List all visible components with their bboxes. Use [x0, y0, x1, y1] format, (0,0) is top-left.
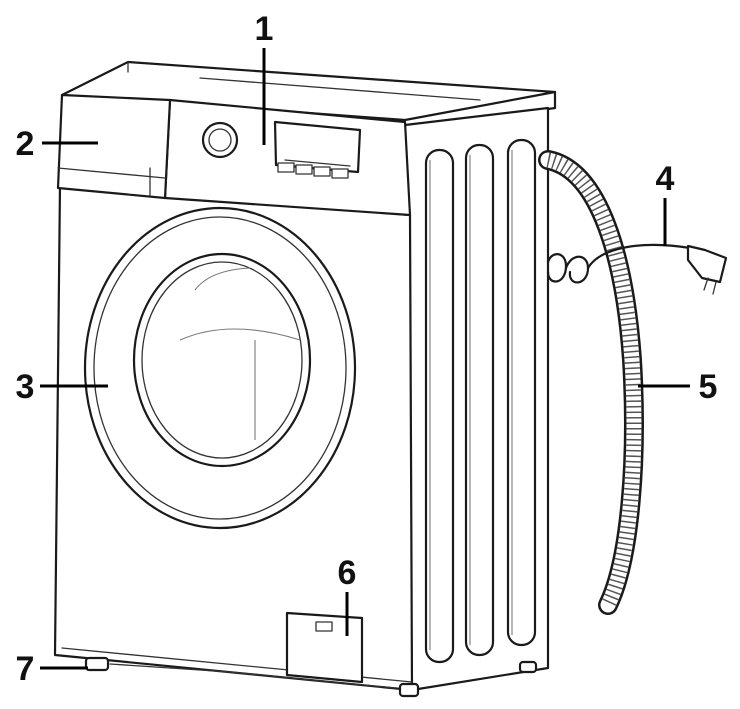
callout-5: 5 — [699, 368, 718, 406]
detergent-drawer — [56, 93, 172, 200]
panel-button — [313, 166, 331, 177]
leader-lines — [40, 48, 690, 670]
callout-3: 3 — [16, 368, 35, 406]
power-cord — [546, 243, 728, 295]
foot — [398, 682, 420, 698]
door — [83, 206, 357, 530]
filter-cover — [285, 611, 364, 684]
foot — [84, 656, 110, 672]
panel-button — [277, 162, 295, 173]
adjustable-feet — [84, 656, 538, 698]
plug — [686, 244, 728, 284]
panel-button — [295, 164, 313, 175]
callout-labels: 1 2 3 4 5 6 7 — [16, 10, 718, 688]
callout-6: 6 — [338, 554, 357, 592]
drain-hose — [538, 150, 644, 615]
callout-2: 2 — [16, 125, 35, 163]
display-window — [273, 120, 362, 174]
side-panel — [403, 106, 550, 692]
control-panel — [163, 98, 412, 217]
program-knob — [201, 121, 239, 159]
callout-4: 4 — [656, 160, 675, 198]
callout-1: 1 — [255, 10, 274, 48]
foot — [518, 660, 538, 674]
panel-button — [331, 168, 349, 179]
callout-7: 7 — [16, 650, 35, 688]
